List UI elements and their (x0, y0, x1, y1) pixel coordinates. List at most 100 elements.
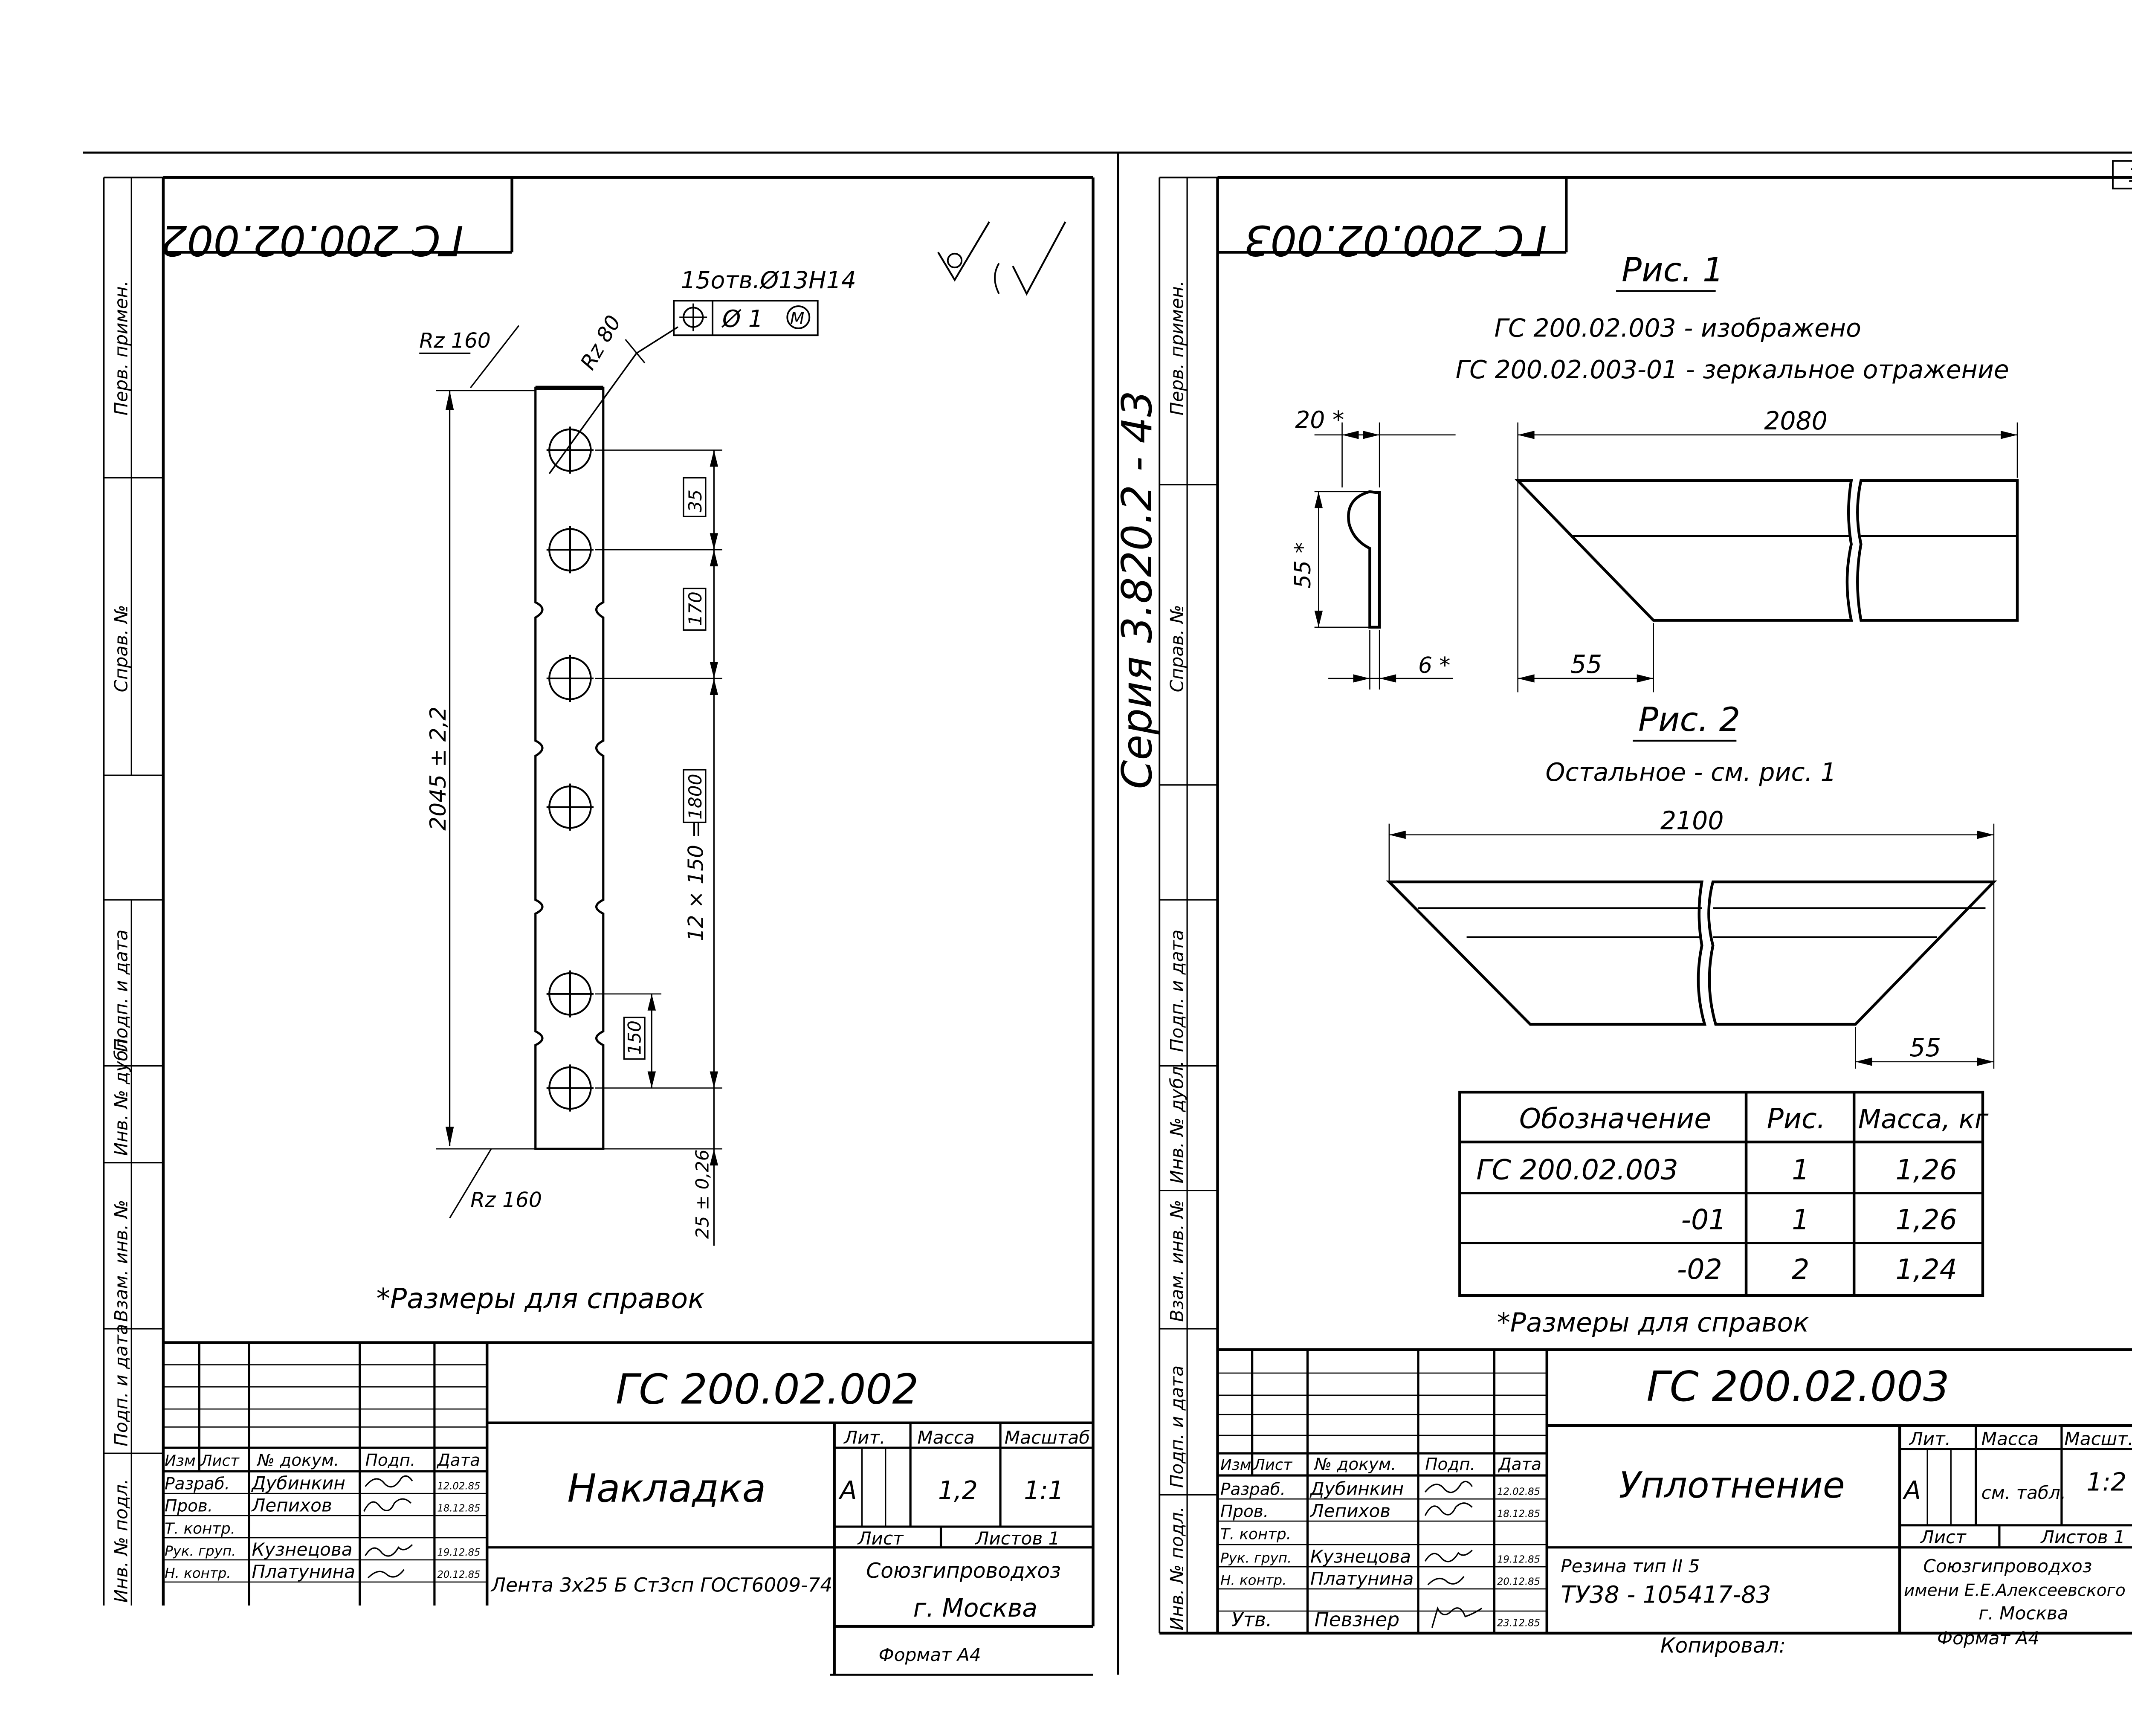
table-cell-r2-designation: -01 (1681, 1204, 1726, 1236)
lit-value: А (838, 1476, 857, 1505)
dim-55a: 55 (1570, 650, 1602, 679)
series-stamp: Серия 3.820.2 - 43 (1113, 391, 1161, 789)
roughness-top: Rz 160 (419, 329, 491, 353)
title-code: ГС 200.02.003 (1646, 1362, 1949, 1411)
sheet-right: Перв. примен. Справ. № Подп. и дата Инв.… (1113, 176, 2132, 1658)
date-utv: 23.12.85 (1497, 1618, 1540, 1629)
profile-section: 20 * 55 * 6 * (1290, 407, 1456, 690)
margin-label-perv: Перв. примен. (1166, 281, 1187, 416)
dim-150: 150 (624, 1020, 645, 1055)
role-utv: Утв. (1231, 1608, 1272, 1631)
role-tkontr: Т. контр. (165, 1520, 235, 1537)
signatures-left (363, 1475, 413, 1579)
date-razrab: 12.02.85 (437, 1481, 480, 1492)
title-block-right: Изм Лист № докум. Подп. Дата Разраб. Дуб… (1217, 1348, 2132, 1658)
name-prov: Лепихов (251, 1495, 332, 1516)
date-ruk: 19.12.85 (437, 1547, 480, 1558)
role-razrab: Разраб. (165, 1474, 230, 1493)
holes-note: 15отв.Ø13Н14 (681, 267, 856, 294)
roughness-bottom: Rz 160 (470, 1188, 542, 1212)
head-doc: № докум. (1314, 1455, 1396, 1474)
head-podp: Подп. (1425, 1455, 1475, 1474)
margin-label-vzam: Взам. инв. № (1166, 1200, 1187, 1322)
tolerance-modifier: M (790, 309, 805, 328)
margin-label-podp: Подп. и дата (111, 930, 132, 1052)
org-line3: г. Москва (1978, 1603, 2068, 1623)
org-line1: Союзгипроводхоз (1923, 1556, 2092, 1577)
dim-35: 35 (685, 490, 706, 513)
dim-170: 170 (685, 591, 706, 626)
head-list: Лист (1253, 1456, 1293, 1474)
dim-55v: 55 * (1290, 542, 1316, 589)
mass-label: Масса (1981, 1429, 2039, 1449)
table-cell-r1-mass: 1,26 (1896, 1154, 1957, 1186)
mass-value: 1,2 (938, 1476, 978, 1505)
lit-label: Лит. (843, 1427, 885, 1448)
date-prov: 18.12.85 (437, 1503, 480, 1514)
margin-label-perv: Перв. примен. (111, 281, 132, 416)
copied-label: Копировал: (1660, 1634, 1786, 1658)
date-razrab: 12.02.85 (1497, 1486, 1540, 1497)
date-nkontr: 20.12.85 (437, 1569, 480, 1580)
date-ruk: 19.12.85 (1497, 1554, 1540, 1565)
mirrored-code: ГС 200.02.002 (161, 216, 463, 264)
mass-table: Обозначение Рис. Масса, кг ГС 200.02.003… (1458, 1090, 1989, 1297)
name-nkontr: Платунина (1310, 1568, 1414, 1589)
head-list: Лист (200, 1452, 240, 1469)
fig2-title: Рис. 2 (1638, 701, 1740, 739)
table-header-fig: Рис. (1767, 1103, 1826, 1135)
head-izm: Изм (165, 1452, 196, 1469)
margin-label-podp2: Подп. и дата (111, 1324, 132, 1446)
dim-55b: 55 (1909, 1033, 1941, 1062)
name-razrab: Дубинкин (251, 1472, 345, 1493)
head-date: Дата (1498, 1455, 1541, 1474)
scale-value: 1:2 (2086, 1468, 2126, 1497)
dim-1800: 1800 (685, 774, 706, 820)
name-prov: Лепихов (1309, 1500, 1390, 1521)
fig1-line2: ГС 200.02.003-01 - зеркальное отражение (1456, 355, 2009, 384)
page-number: 18 (2128, 164, 2132, 186)
title-code: ГС 200.02.002 (616, 1365, 918, 1413)
signatures-right (1424, 1481, 1483, 1628)
date-prov: 18.12.85 (1497, 1508, 1540, 1519)
role-ruk: Рук. груп. (165, 1543, 236, 1559)
sheets-label: Листов 1 (975, 1528, 1060, 1549)
org-city: г. Москва (913, 1594, 1037, 1623)
name-utv: Певзнер (1315, 1608, 1399, 1631)
fig2-elevation: 2100 55 (1386, 806, 1997, 1069)
dim-pitch: 12 × 150 = (684, 821, 708, 942)
sheet-label: Лист (1920, 1527, 1967, 1548)
head-izm: Изм (1220, 1456, 1251, 1474)
margin-label-inv-podl: Инв. № подл. (1166, 1506, 1187, 1630)
mass-label: Масса (917, 1427, 974, 1448)
dim-total: 2045 ± 2,2 (426, 707, 451, 831)
head-doc: № докум. (257, 1451, 339, 1470)
fig1-title: Рис. 1 (1622, 251, 1724, 290)
part-name: Накладка (567, 1466, 766, 1511)
table-cell-r1-fig: 1 (1792, 1154, 1809, 1186)
page-frame: 18 (83, 151, 2132, 1675)
name-nkontr: Платунина (252, 1561, 355, 1582)
org-name: Союзгипроводхоз (866, 1559, 1061, 1583)
title-block-left: Изм Лист № докум. Подп. Дата Разраб. Дуб… (163, 1341, 1093, 1676)
head-date: Дата (436, 1451, 480, 1470)
margin-label-podp2: Подп. и дата (1166, 1365, 1187, 1488)
mass-value: см. табл. (1981, 1482, 2066, 1503)
part-name: Уплотнение (1619, 1464, 1845, 1506)
sheet-label: Лист (857, 1528, 904, 1549)
table-header-mass: Масса, кг (1858, 1104, 1989, 1135)
material-line2: ТУ38 - 105417-83 (1561, 1582, 1771, 1609)
role-razrab: Разраб. (1220, 1480, 1286, 1499)
scale-value: 1:1 (1024, 1476, 1064, 1505)
table-cell-r1-designation: ГС 200.02.003 (1476, 1154, 1678, 1186)
date-nkontr: 20.12.85 (1497, 1576, 1540, 1587)
dim-20: 20 * (1295, 407, 1344, 434)
role-tkontr: Т. контр. (1220, 1525, 1291, 1543)
table-cell-r2-fig: 1 (1792, 1204, 1809, 1236)
sheet-left: Перв. примен. Справ. № Подп. и дата Инв.… (103, 176, 1095, 1676)
fig2-note: Остальное - см. рис. 1 (1546, 758, 1837, 787)
margin-label-podp: Подп. и дата (1166, 930, 1187, 1052)
margin-label-inv-dubl: Инв. № дубл. (1166, 1061, 1187, 1184)
table-cell-r2-mass: 1,26 (1896, 1204, 1957, 1236)
